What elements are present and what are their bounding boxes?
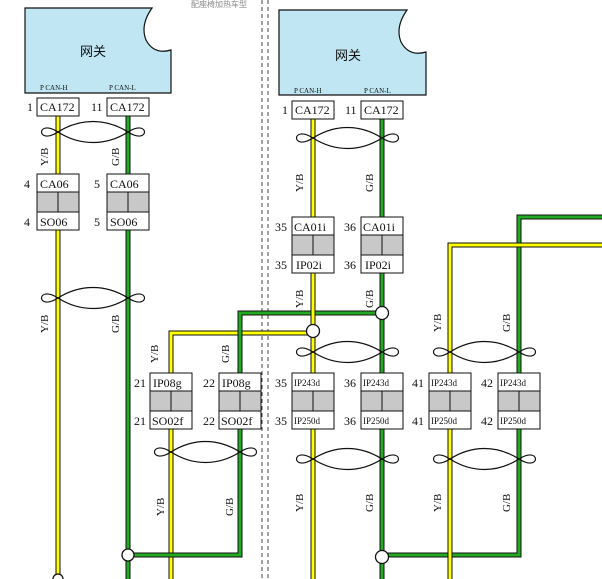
connector-left-ca172: 1 CA172 11 CA172: [27, 97, 150, 117]
twist-marker-left-1: [41, 121, 145, 143]
svg-text:CA01i: CA01i: [294, 220, 327, 234]
svg-text:36: 36: [344, 376, 356, 390]
svg-text:SO06: SO06: [40, 215, 67, 229]
svg-text:5: 5: [94, 177, 100, 191]
wire-label-gb: G/B: [501, 314, 513, 332]
twist-marker-left-3: [154, 441, 257, 463]
wire-label-gb: G/B: [501, 494, 513, 512]
wire-label-yb: Y/B: [432, 494, 444, 512]
svg-text:11: 11: [345, 103, 357, 117]
svg-text:CA06: CA06: [40, 177, 69, 191]
svg-text:CA172: CA172: [40, 100, 75, 114]
svg-text:IP08g: IP08g: [153, 376, 182, 390]
wire-yb-right-branch: [447, 242, 602, 579]
svg-text:CA172: CA172: [110, 100, 145, 114]
svg-text:36: 36: [344, 414, 356, 428]
splice-node: [374, 305, 390, 321]
pin-label-pcan-l-left: P CAN-L: [109, 84, 136, 92]
wire-label-gb: G/B: [364, 174, 376, 192]
svg-text:4: 4: [24, 177, 30, 191]
wire-label-yb: Y/B: [39, 315, 51, 333]
svg-text:41: 41: [412, 376, 424, 390]
splice-node: [305, 323, 321, 339]
splice-node: [121, 548, 135, 562]
twist-marker-right-1: [296, 127, 399, 149]
svg-text:41: 41: [412, 414, 424, 428]
svg-text:5: 5: [94, 215, 100, 229]
wire-label-yb: Y/B: [155, 498, 167, 516]
splice-node: [374, 549, 390, 565]
wire-label-yb: Y/B: [149, 345, 161, 363]
twist-marker-right-3: [433, 341, 536, 363]
svg-text:36: 36: [344, 258, 356, 272]
wire-label-gb: G/B: [224, 498, 236, 516]
svg-text:22: 22: [203, 376, 215, 390]
svg-text:IP02i: IP02i: [365, 258, 392, 272]
svg-text:22: 22: [203, 414, 215, 428]
gateway-module-left: [24, 7, 172, 94]
twist-marker-left-2: [41, 287, 145, 309]
wire-label-yb: Y/B: [432, 314, 444, 332]
connector-left-ca06-so06: 4 CA06 SO06 4 5 CA06 SO06 5: [24, 173, 150, 231]
svg-text:35: 35: [275, 376, 287, 390]
svg-text:IP08g: IP08g: [222, 376, 251, 390]
svg-text:IP243d: IP243d: [294, 378, 321, 388]
gateway-title-left: 网关: [80, 44, 106, 59]
svg-text:CA01i: CA01i: [363, 220, 396, 234]
svg-text:1: 1: [27, 100, 33, 114]
splice-node: [52, 573, 64, 579]
svg-text:35: 35: [275, 258, 287, 272]
svg-text:IP02i: IP02i: [296, 258, 323, 272]
svg-text:IP250d: IP250d: [363, 416, 390, 426]
twist-marker-right-4: [296, 448, 399, 470]
svg-text:IP250d: IP250d: [500, 416, 527, 426]
svg-text:21: 21: [134, 414, 146, 428]
svg-text:CA172: CA172: [364, 103, 399, 117]
svg-text:IP243d: IP243d: [431, 378, 458, 388]
connector-right-ca172: 1 CA172 11 CA172: [282, 100, 404, 120]
wire-label-yb: Y/B: [39, 148, 51, 166]
connector-left-ip08g-so02f: 21 IP08g SO02f 21 22 IP08g SO02f 22: [134, 372, 262, 430]
wire-label-gb: G/B: [110, 315, 122, 333]
pin-label-pcan-l-right: P CAN-L: [364, 87, 391, 95]
wire-label-gb: G/B: [364, 290, 376, 308]
svg-text:35: 35: [275, 414, 287, 428]
svg-text:21: 21: [134, 376, 146, 390]
svg-text:36: 36: [344, 220, 356, 234]
gateway-title-right: 网关: [335, 48, 361, 63]
wire-label-yb: Y/B: [294, 494, 306, 512]
connector-right-ca01i-ip02i: 35 CA01i IP02i 35 36 CA01i IP02i 36: [275, 216, 404, 274]
wire-label-yb: Y/B: [294, 174, 306, 192]
svg-text:42: 42: [481, 414, 493, 428]
svg-text:IP250d: IP250d: [431, 416, 458, 426]
svg-text:CA06: CA06: [110, 177, 139, 191]
connector-right-ip243d-ip250d: 35 IP243d IP250d 35 36 IP243d IP250d 36 …: [275, 372, 541, 430]
twist-marker-right-5: [433, 448, 536, 470]
wire-label-yb: Y/B: [294, 290, 306, 308]
svg-text:IP250d: IP250d: [294, 416, 321, 426]
svg-text:35: 35: [275, 220, 287, 234]
svg-text:4: 4: [24, 215, 30, 229]
svg-text:11: 11: [91, 100, 103, 114]
wire-gb-left-branch: [128, 310, 382, 558]
wire-label-gb: G/B: [220, 345, 232, 363]
svg-text:1: 1: [282, 103, 288, 117]
gateway-module-right: [278, 9, 427, 96]
header-note: 配座椅加热车型: [191, 0, 247, 9]
svg-text:SO02f: SO02f: [152, 414, 183, 428]
svg-text:SO02f: SO02f: [221, 414, 252, 428]
wire-label-gb: G/B: [364, 494, 376, 512]
svg-text:SO06: SO06: [110, 215, 137, 229]
svg-text:CA172: CA172: [295, 103, 330, 117]
twist-marker-right-2: [296, 341, 399, 363]
pin-label-pcan-h-right: P CAN-H: [294, 87, 322, 95]
wire-yb-left-branch: [168, 330, 313, 579]
svg-text:42: 42: [481, 376, 493, 390]
svg-text:IP243d: IP243d: [500, 378, 527, 388]
wire-label-gb: G/B: [110, 148, 122, 166]
pin-label-pcan-h-left: P CAN-H: [40, 84, 68, 92]
svg-text:IP243d: IP243d: [363, 378, 390, 388]
